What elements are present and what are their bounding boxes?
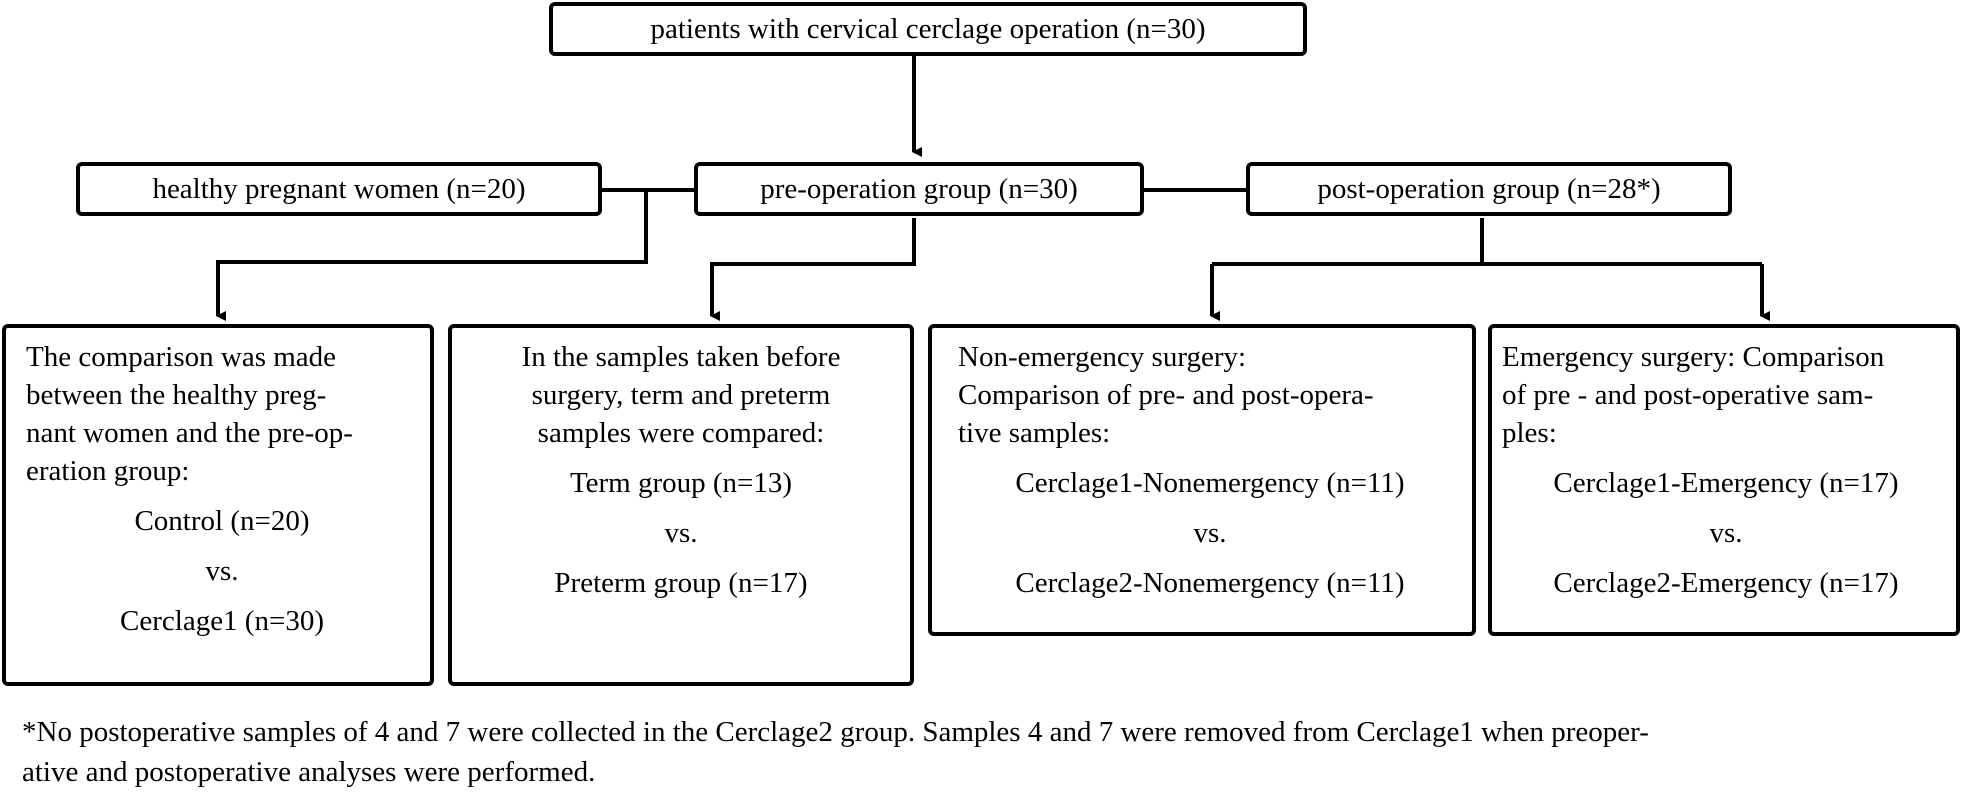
root-box: patients with cervical cerclage operatio… <box>549 2 1307 56</box>
box3-text-line: Non-emergency surgery: <box>958 341 1247 373</box>
arrow-to-box1 <box>216 190 648 321</box>
box2-group-b: Preterm group (n=17) <box>554 567 808 599</box>
footnote-line: *No postoperative samples of 4 and 7 wer… <box>22 716 1649 748</box>
comparison-box-healthy-vs-preop: The comparison was made between the heal… <box>2 324 434 686</box>
pre-operation-box: pre-operation group (n=30) <box>694 162 1144 216</box>
box1-text-line: The comparison was made <box>26 341 337 373</box>
box2-text-line: surgery, term and preterm <box>531 379 831 411</box>
box4-text-line: Emergency surgery: Comparison <box>1502 341 1885 373</box>
box4-group-b: Cerclage2-Emergency (n=17) <box>1553 567 1899 599</box>
healthy-women-box: healthy pregnant women (n=20) <box>76 162 602 216</box>
box3-text-line: Comparison of pre- and post-opera- <box>958 379 1374 411</box>
box4-vs: vs. <box>1709 517 1743 549</box>
box4-group-a: Cerclage1-Emergency (n=17) <box>1553 467 1899 499</box>
healthy-women-label: healthy pregnant women (n=20) <box>152 173 526 205</box>
comparison-box-nonemergency: Non-emergency surgery: Comparison of pre… <box>928 324 1476 636</box>
box1-group-a: Control (n=20) <box>134 505 310 537</box>
box1-vs: vs. <box>205 555 239 587</box>
box2-group-a: Term group (n=13) <box>569 467 793 499</box>
box1-text-line: between the healthy preg- <box>26 379 327 411</box>
root-box-label: patients with cervical cerclage operatio… <box>650 13 1206 45</box>
box3-group-a: Cerclage1-Nonemergency (n=11) <box>1015 467 1405 499</box>
box2-text-line: In the samples taken before <box>521 341 841 373</box>
post-operation-box: post-operation group (n=28*) <box>1246 162 1732 216</box>
box4-text-line: ples: <box>1502 417 1557 449</box>
comparison-box-term-vs-preterm: In the samples taken before surgery, ter… <box>448 324 914 686</box>
box1-text-line: nant women and the pre-op- <box>26 417 353 449</box>
pre-operation-label: pre-operation group (n=30) <box>760 173 1078 205</box>
post-operation-label: post-operation group (n=28*) <box>1317 173 1661 205</box>
box2-vs: vs. <box>664 517 698 549</box>
box1-text-line: eration group: <box>26 455 190 487</box>
footnote-line: ative and postoperative analyses were pe… <box>22 756 596 788</box>
box3-vs: vs. <box>1193 517 1227 549</box>
footnote: *No postoperative samples of 4 and 7 wer… <box>22 712 1649 792</box>
box1-group-b: Cerclage1 (n=30) <box>120 605 324 637</box>
comparison-box-emergency: Emergency surgery: Comparison of pre - a… <box>1488 324 1960 636</box>
box3-text-line: tive samples: <box>958 417 1111 449</box>
box3-group-b: Cerclage2-Nonemergency (n=11) <box>1015 567 1405 599</box>
arrow-to-box2 <box>710 218 916 321</box>
box2-text-line: samples were compared: <box>537 417 825 449</box>
box4-text-line: of pre - and post-operative sam- <box>1502 379 1874 411</box>
